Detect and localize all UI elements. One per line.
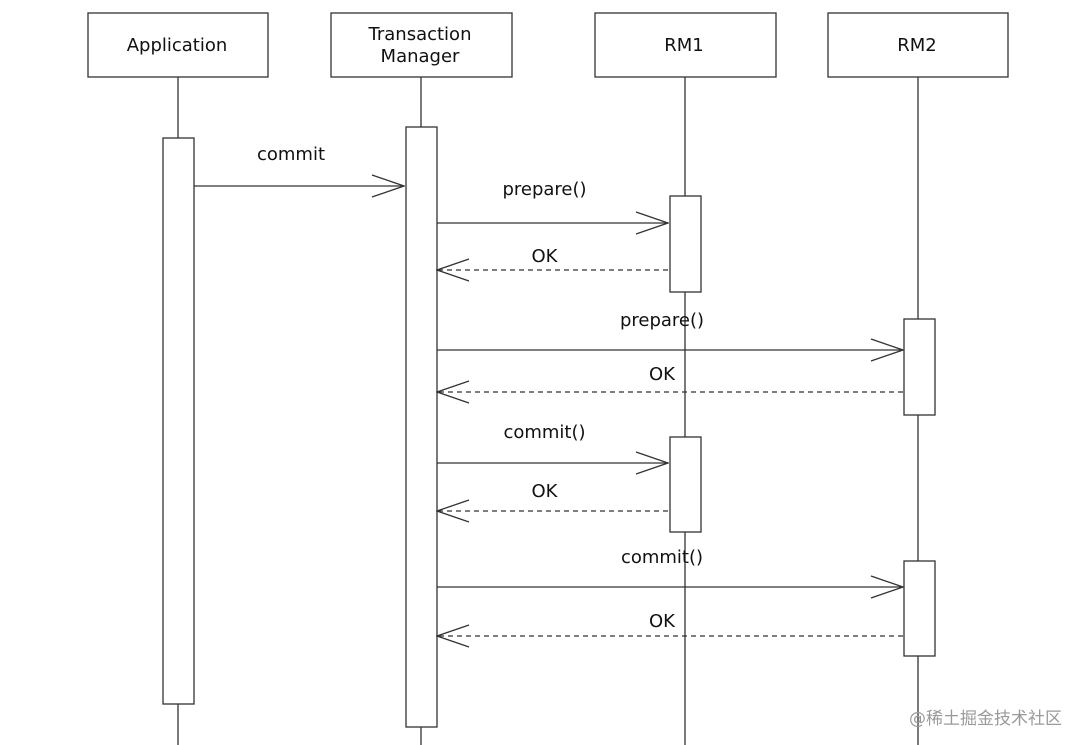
message-label: OK: [532, 481, 559, 502]
participant-box-app: [87, 12, 269, 78]
message-label: OK: [649, 364, 676, 385]
activation-bar-rm2: [903, 560, 936, 657]
participant-box-rm1: [594, 12, 777, 78]
participant-label-rm1: RM1: [664, 35, 704, 56]
message-label: OK: [649, 611, 676, 632]
message-label: prepare(): [502, 179, 586, 200]
participant-label-rm2: RM2: [897, 35, 937, 56]
activation-bar-app: [162, 137, 195, 705]
message-label: commit(): [503, 422, 585, 443]
activation-bar-rm1: [669, 436, 702, 533]
participant-box-rm2: [827, 12, 1009, 78]
activation-bar-tm: [405, 126, 438, 728]
activation-bar-rm2: [903, 318, 936, 416]
participant-label-app: Application: [127, 35, 228, 56]
watermark-text: @稀土掘金技术社区: [909, 709, 1062, 729]
message-label: commit(): [621, 547, 703, 568]
participant-box-tm: [330, 12, 513, 78]
activation-bar-rm1: [669, 195, 702, 293]
participant-label-tm: Manager: [381, 46, 460, 67]
message-label: prepare(): [620, 310, 704, 331]
participant-label-tm: Transaction: [368, 24, 472, 45]
message-label: commit: [257, 144, 325, 165]
message-label: OK: [532, 246, 559, 267]
